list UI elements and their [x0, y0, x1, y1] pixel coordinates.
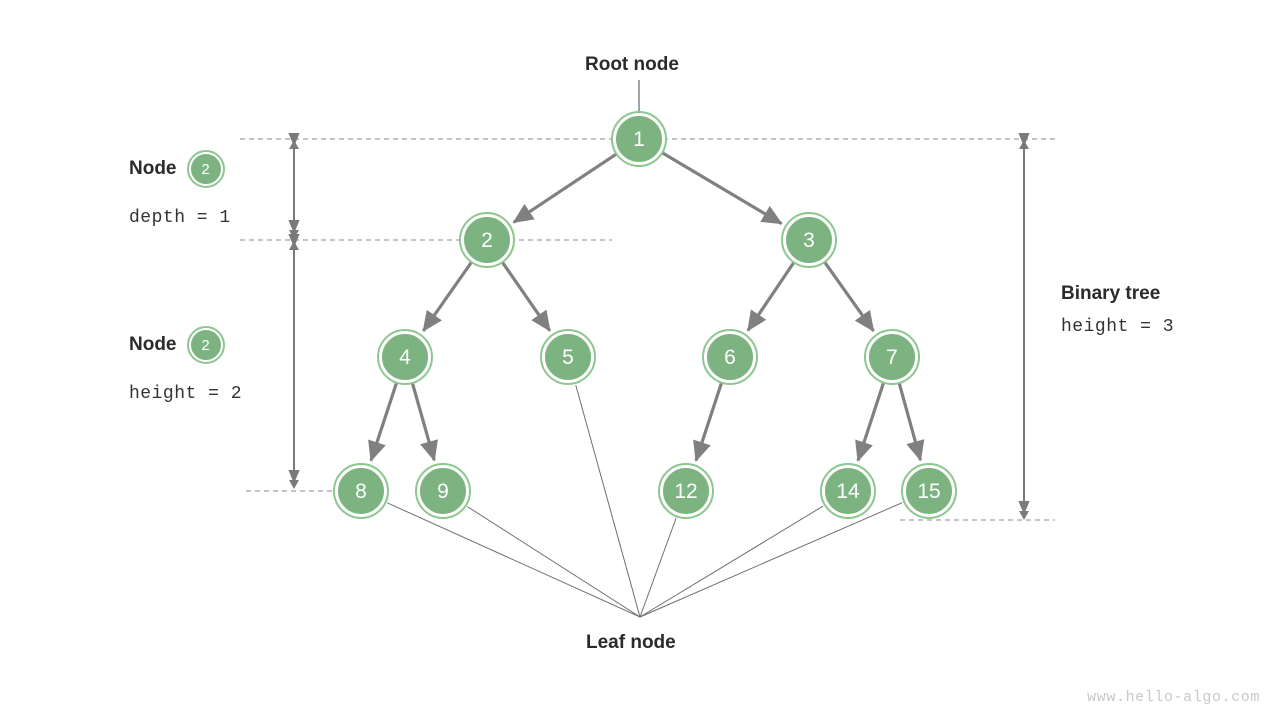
annotation-node-depth: Node 2 [129, 150, 225, 188]
tree-node-12: 12 [658, 463, 714, 519]
site-watermark: www.hello-algo.com [1087, 689, 1260, 706]
tree-height-measure-arrow-head [1019, 511, 1029, 520]
tree-node-7: 7 [864, 329, 920, 385]
annotation-node-depth-detail: depth = 1 [129, 208, 231, 228]
edge-n7-to-n15 [897, 382, 925, 462]
edge-n3-to-n7 [823, 261, 875, 332]
tree-node-3: 3 [781, 212, 837, 268]
leaf-pointer-rays [387, 384, 903, 618]
edge-n4-to-n8 [368, 382, 399, 462]
tree-height-measure-arrow-head [1019, 140, 1029, 149]
edge-n6-to-n12 [693, 382, 724, 462]
tree-node-9: 9 [415, 463, 471, 519]
tree-node-15: 15 [901, 463, 957, 519]
tree-node-2: 2 [459, 212, 515, 268]
edge-n2-to-n5 [501, 261, 552, 332]
annotation-node-height-title: Node [129, 334, 177, 355]
annotation-node-depth-badge: 2 [186, 150, 225, 188]
tree-edges [368, 151, 925, 462]
height-measure-arrow-head [289, 241, 299, 250]
leaf-ray-n12 [639, 518, 677, 618]
leaf-ray-n14 [639, 505, 824, 618]
tree-node-5: 5 [540, 329, 596, 385]
leaf-ray-n8 [387, 502, 641, 618]
measure-arrows [288, 133, 1030, 520]
annotation-node-height-badge: 2 [186, 326, 225, 364]
leaf-ray-n5 [575, 384, 641, 618]
height-measure-arrow-head [289, 480, 299, 489]
leaf-ray-n15 [639, 502, 903, 618]
tree-node-8: 8 [333, 463, 389, 519]
edge-n1-to-n3 [661, 151, 783, 226]
leaf-ray-n9 [467, 506, 641, 618]
edge-n4-to-n9 [410, 382, 438, 462]
annotation-tree-height-title: Binary tree [1061, 283, 1161, 304]
tree-node-14: 14 [820, 463, 876, 519]
root-node-label: Root node [585, 54, 679, 75]
annotation-node-height: Node 2 [129, 326, 225, 364]
tree-node-4: 4 [377, 329, 433, 385]
tree-node-1: 1 [611, 111, 667, 167]
depth-measure-arrow-head [289, 140, 299, 149]
edge-n3-to-n6 [746, 261, 796, 332]
annotation-tree-height-detail: height = 3 [1061, 317, 1175, 337]
depth-measure-arrow-head [289, 230, 299, 239]
edge-n1-to-n2 [512, 152, 618, 224]
annotation-node-height-detail: height = 2 [129, 384, 243, 404]
leaf-node-label: Leaf node [586, 632, 676, 653]
tree-node-6: 6 [702, 329, 758, 385]
level-guide-lines [240, 138, 1055, 521]
edge-n7-to-n14 [855, 382, 886, 462]
edge-n2-to-n4 [422, 261, 473, 332]
annotation-node-depth-title: Node [129, 158, 177, 179]
